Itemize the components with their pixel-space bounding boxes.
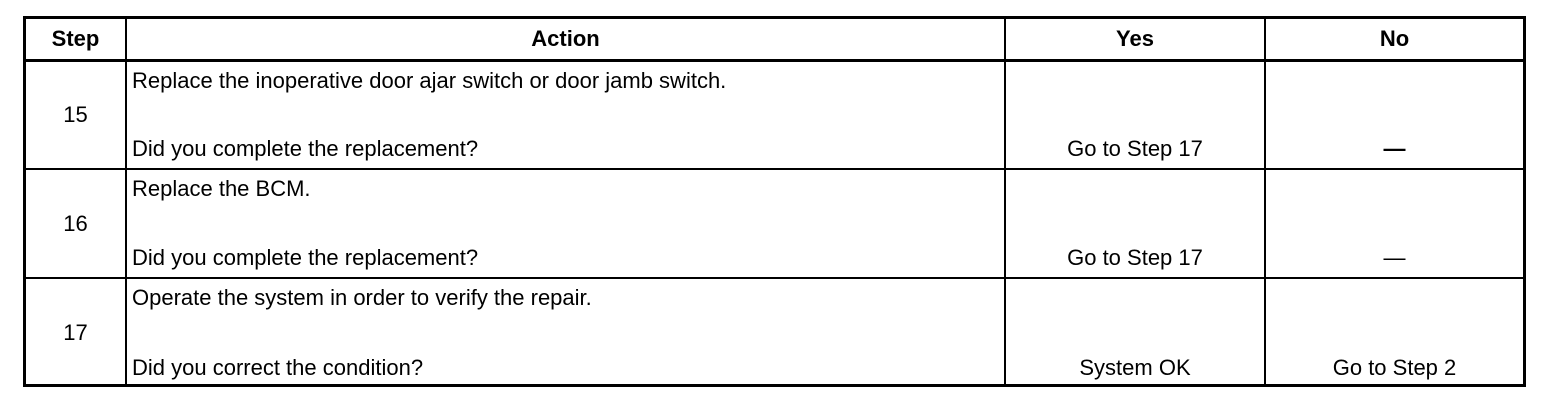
action-cell: Operate the system in order to verify th… <box>125 277 1006 387</box>
action-cell: Replace the inoperative door ajar switch… <box>125 59 1006 170</box>
yes-result: Go to Step 17 <box>1004 168 1266 279</box>
no-result: — <box>1264 59 1523 170</box>
action-instruction: Operate the system in order to verify th… <box>132 285 592 310</box>
no-result: — <box>1264 168 1523 279</box>
action-instruction: Replace the BCM. <box>132 176 311 201</box>
action-cell: Replace the BCM. Did you complete the re… <box>125 168 1006 279</box>
table-row: 16 Replace the BCM. Did you complete the… <box>26 168 1523 279</box>
header-step: Step <box>26 19 127 62</box>
table-row: 15 Replace the inoperative door ajar swi… <box>26 59 1523 170</box>
header-action: Action <box>125 19 1006 62</box>
action-instruction: Replace the inoperative door ajar switch… <box>132 67 727 93</box>
header-yes: Yes <box>1004 19 1266 62</box>
header-no: No <box>1264 19 1523 62</box>
diagnostic-step-table: Step Action Yes No 15 Replace the inoper… <box>26 19 1523 387</box>
action-question: Did you complete the replacement? <box>132 245 479 270</box>
step-number: 16 <box>26 168 127 279</box>
table-header-row: Step Action Yes No <box>26 19 1523 62</box>
yes-result: System OK <box>1004 277 1266 387</box>
step-number: 15 <box>26 59 127 170</box>
no-result: Go to Step 2 <box>1264 277 1523 387</box>
step-number: 17 <box>26 277 127 387</box>
table-row: 17 Operate the system in order to verify… <box>26 277 1523 387</box>
action-question: Did you correct the condition? <box>132 355 424 380</box>
yes-result: Go to Step 17 <box>1004 59 1266 170</box>
action-question: Did you complete the replacement? <box>132 136 479 161</box>
diagnostic-table-frame: Step Action Yes No 15 Replace the inoper… <box>23 16 1526 387</box>
